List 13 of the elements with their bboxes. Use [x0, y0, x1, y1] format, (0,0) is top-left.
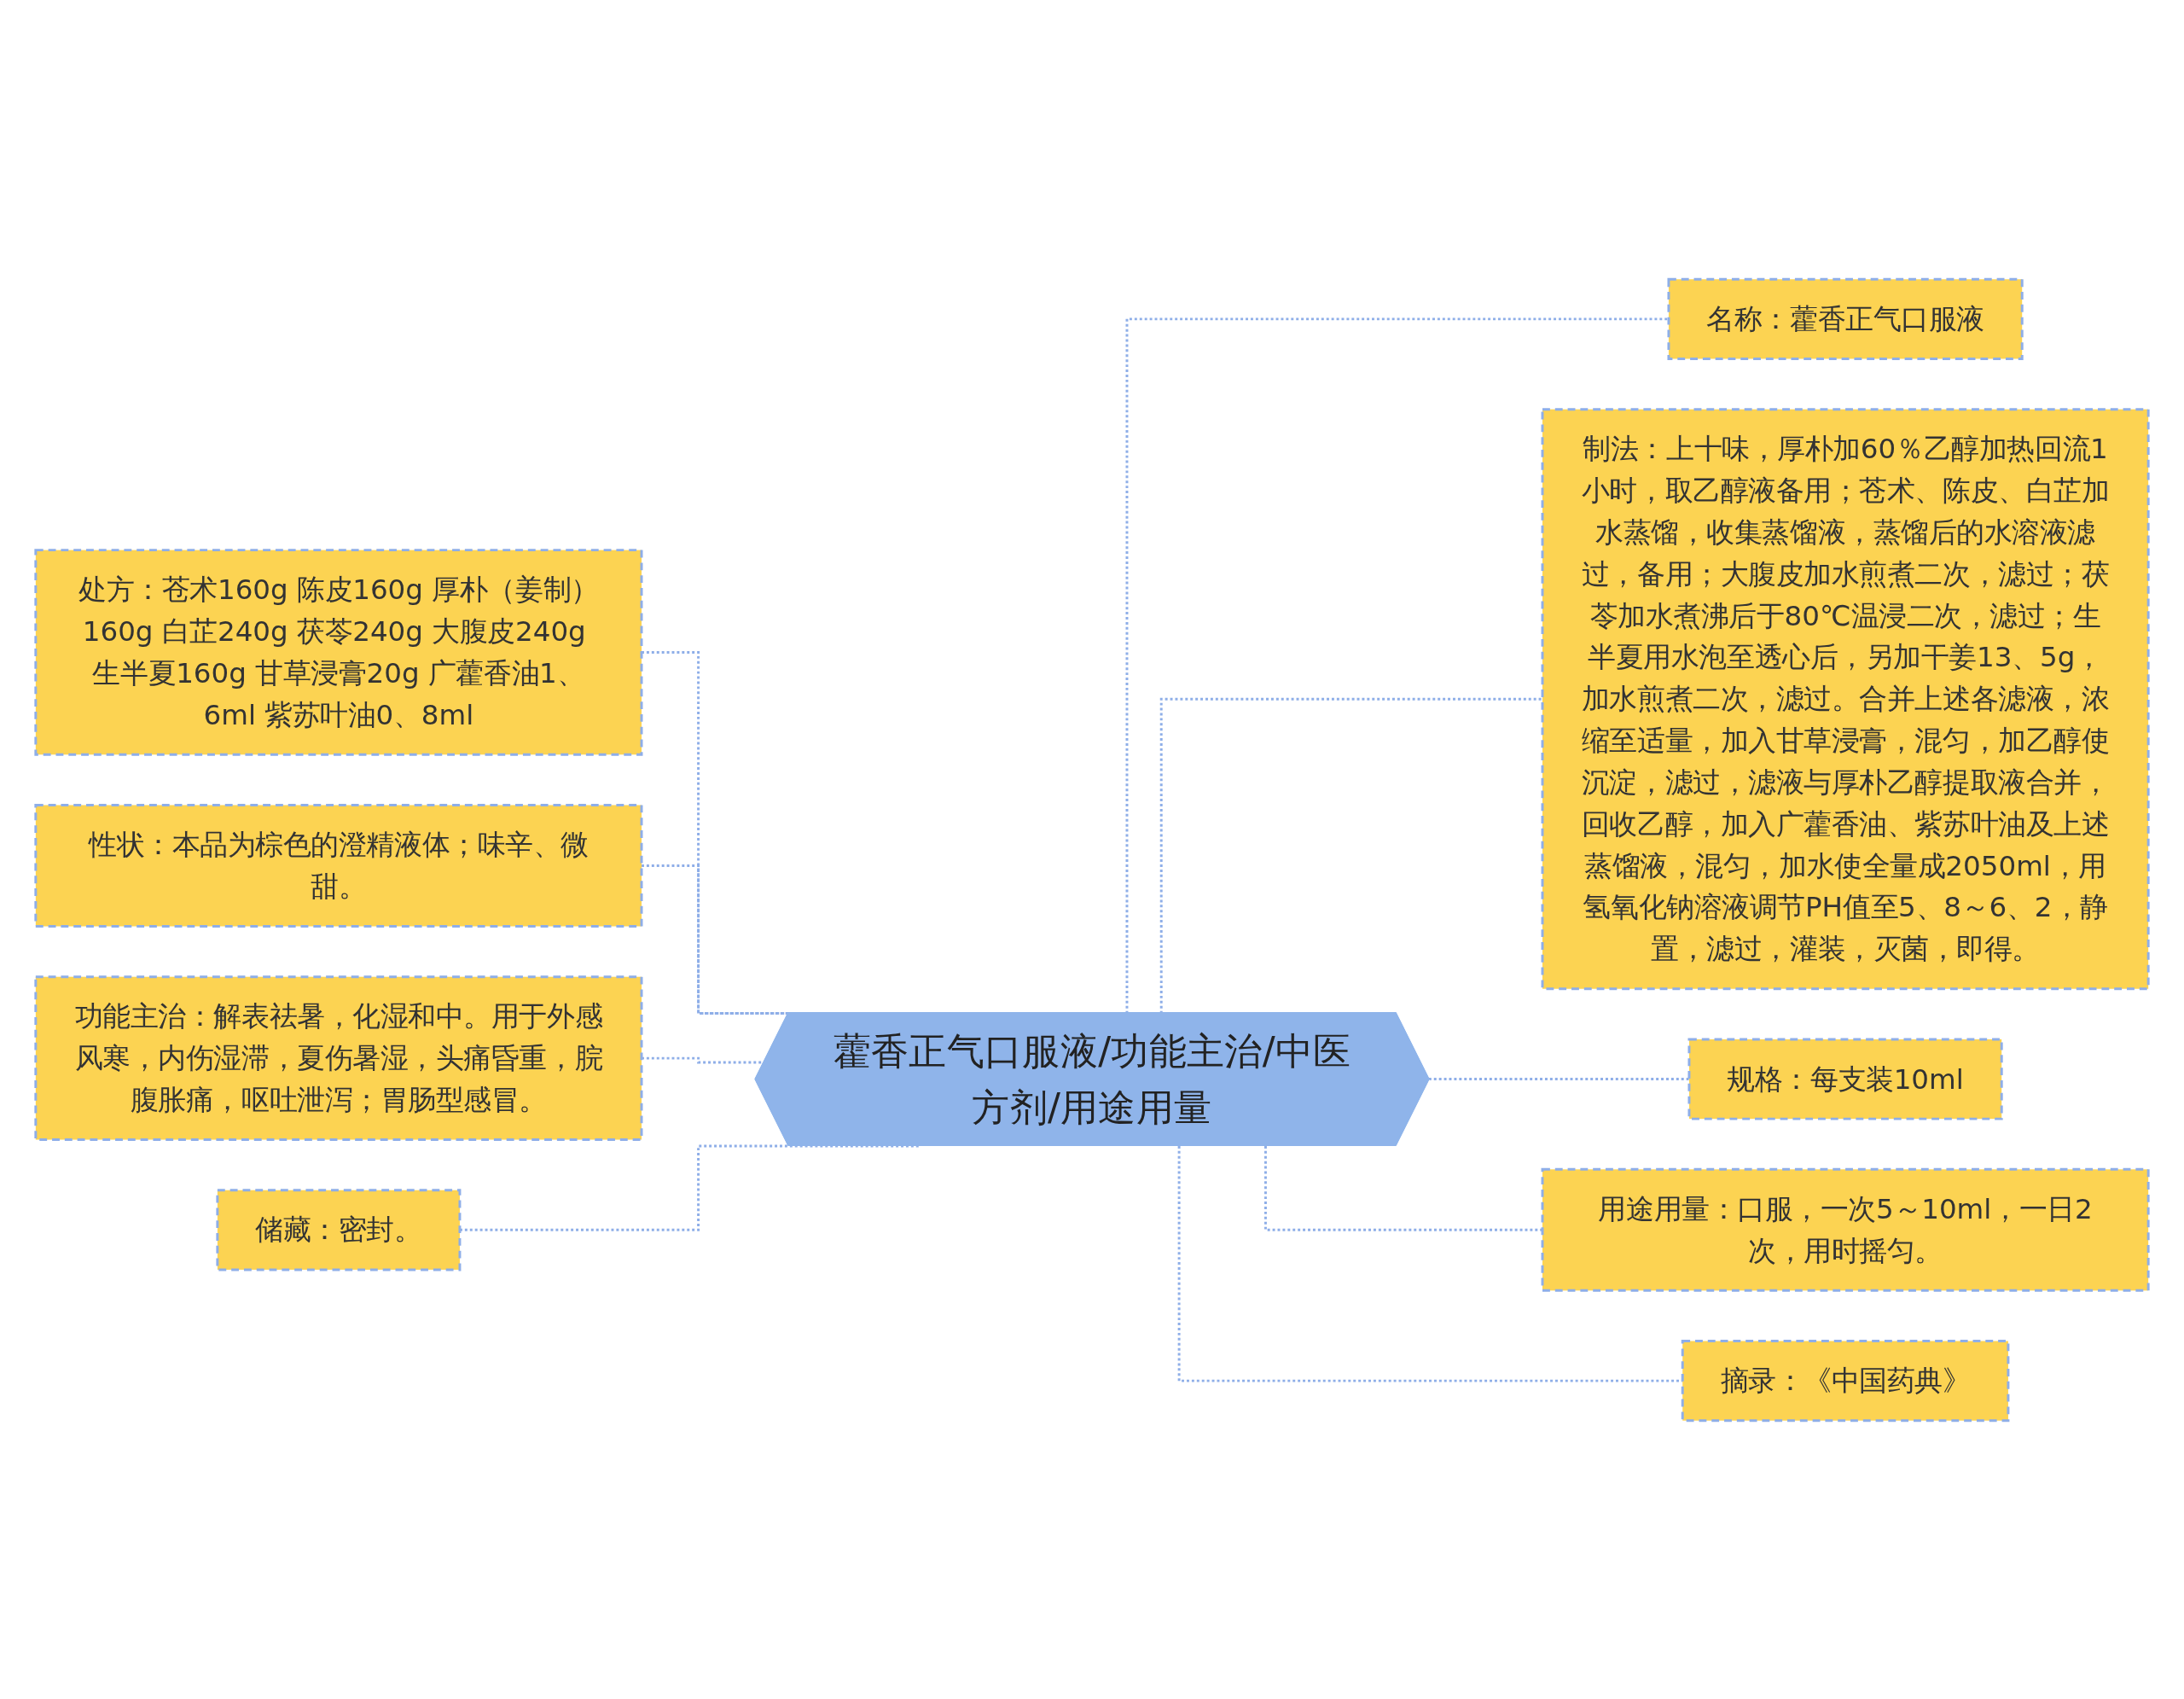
connector — [1428, 1077, 1689, 1081]
connector — [1125, 317, 1669, 1014]
node-box: 功能主治：解表祛暑，化湿和中。用于外感风寒，内伤湿滞，夏伤暑湿，头痛昏重，脘腹胀痛，呕吐泄泻；胃肠型感冒。 — [34, 975, 643, 1141]
node-box: 用途用量：口服，一次5～10ml，一日2次，用时摇匀。 — [1541, 1167, 2150, 1292]
node-box: 性状：本品为棕色的澄精液体；味辛、微甜。 — [34, 803, 643, 928]
node-box: 名称：藿香正气口服液 — [1667, 277, 2024, 360]
node-box: 制法：上十味，厚朴加60％乙醇加热回流1小时，取乙醇液备用；苍术、陈皮、白芷加水蒸馏，收集蒸馏液，蒸馏后的水溶液滤过，备用；大腹皮加水煎煮二次，滤过；茯苓加水煮沸后于80℃温浸二次，滤过；生半夏用水泡至透心后，另加干姜13、5g，加水煎煮二次，滤过。合并上述各滤液，浓缩至适量，加入甘草浸膏，混匀，加乙醇使沉淀，滤过，滤液与厚朴乙醇提取液合并，回收乙醇，加入广藿香油、紫苏叶油及上述蒸馏液，混匀，加水使全量成2050ml，用氢氧化钠溶液调节PH值至5、8～6、2，静置，滤过，灌装，灭菌，即得。 — [1541, 407, 2150, 990]
node-box: 摘录：《中国药典》 — [1681, 1339, 2010, 1422]
connector — [1264, 1145, 1542, 1231]
node-box: 规格：每支装10ml — [1687, 1037, 2003, 1120]
connector — [1159, 697, 1542, 1014]
node-box: 处方：苍术160g 陈皮160g 厚朴（姜制）160g 白芷240g 茯苓240g 大腹皮240g 生半夏160g 甘草浸膏20g 广藿香油1、6ml 紫苏叶油0、8ml — [34, 548, 643, 756]
node-box: 储藏：密封。 — [216, 1188, 462, 1271]
